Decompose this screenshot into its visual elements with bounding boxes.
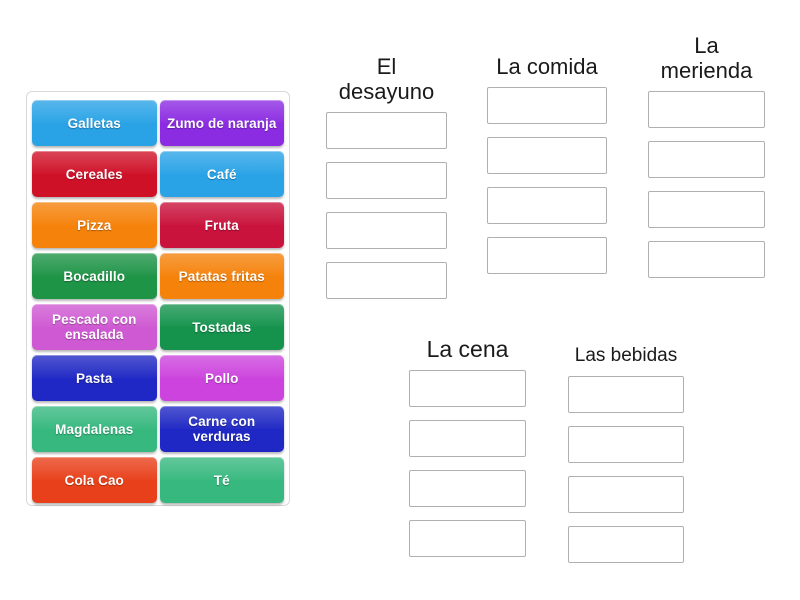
tile-cereales[interactable]: Cereales — [32, 151, 157, 197]
tile-fruta[interactable]: Fruta — [159, 202, 284, 248]
tile-cafe[interactable]: Café — [159, 151, 284, 197]
drop-slot[interactable] — [648, 191, 765, 228]
drop-slot[interactable] — [409, 420, 526, 457]
drop-slot[interactable] — [487, 87, 607, 124]
tile-bocadillo[interactable]: Bocadillo — [32, 253, 157, 299]
tile-label: Cola Cao — [64, 472, 124, 488]
tile-label: Pasta — [75, 370, 113, 386]
drop-slot[interactable] — [409, 520, 526, 557]
tile-label: Magdalenas — [55, 421, 134, 437]
group-title: La merienda — [660, 33, 753, 83]
tile-label: Bocadillo — [63, 268, 126, 284]
tile-label: Fruta — [204, 217, 239, 233]
drop-slot[interactable] — [648, 91, 765, 128]
draggable-tiles-panel: Galletas Zumo de naranja Cereales Café P… — [26, 91, 290, 506]
drop-slot[interactable] — [326, 162, 447, 199]
group-el-desayuno: El desayuno — [326, 40, 447, 299]
drop-slot[interactable] — [409, 370, 526, 407]
tile-pollo[interactable]: Pollo — [159, 355, 284, 401]
drop-slot[interactable] — [648, 241, 765, 278]
group-title: Las bebidas — [574, 345, 678, 366]
tiles-grid: Galletas Zumo de naranja Cereales Café P… — [32, 98, 284, 505]
drop-slot[interactable] — [326, 262, 447, 299]
drop-slot[interactable] — [326, 212, 447, 249]
tile-label: Pollo — [205, 370, 239, 386]
tile-te[interactable]: Té — [159, 457, 284, 503]
drop-slot[interactable] — [568, 376, 684, 413]
tile-pescado-con-ensalada[interactable]: Pescado con ensalada — [32, 304, 157, 350]
tile-label: Galletas — [67, 115, 121, 131]
tile-pizza[interactable]: Pizza — [32, 202, 157, 248]
tile-galletas[interactable]: Galletas — [32, 100, 157, 146]
tile-label: Zumo de naranja — [166, 115, 277, 131]
drop-slot[interactable] — [648, 141, 765, 178]
tile-label: Cereales — [65, 166, 123, 182]
tile-label: Pescado con ensalada — [52, 312, 137, 342]
group-title: El desayuno — [338, 54, 435, 104]
group-la-merienda: La merienda — [648, 33, 765, 278]
group-title: La comida — [496, 54, 598, 79]
tile-patatas-fritas[interactable]: Patatas fritas — [159, 253, 284, 299]
tile-tostadas[interactable]: Tostadas — [159, 304, 284, 350]
group-title: La cena — [426, 336, 509, 362]
tile-label: Té — [213, 472, 230, 488]
drop-slot[interactable] — [487, 187, 607, 224]
tile-carne-con-verduras[interactable]: Carne con verduras — [159, 406, 284, 452]
tile-pasta[interactable]: Pasta — [32, 355, 157, 401]
drop-slot[interactable] — [487, 237, 607, 274]
tile-label: Patatas fritas — [178, 268, 265, 284]
drop-slot[interactable] — [326, 112, 447, 149]
drop-slot[interactable] — [568, 526, 684, 563]
group-las-bebidas: Las bebidas — [568, 340, 684, 563]
tile-label: Pizza — [77, 217, 112, 233]
tile-label: Tostadas — [192, 319, 252, 335]
drop-slot[interactable] — [409, 470, 526, 507]
tile-magdalenas[interactable]: Magdalenas — [32, 406, 157, 452]
drop-slot[interactable] — [568, 476, 684, 513]
group-la-cena: La cena — [409, 337, 526, 557]
tile-zumo-de-naranja[interactable]: Zumo de naranja — [159, 100, 284, 146]
drop-slot[interactable] — [487, 137, 607, 174]
tile-label: Carne con verduras — [188, 414, 256, 444]
tile-label: Café — [206, 166, 237, 182]
tile-cola-cao[interactable]: Cola Cao — [32, 457, 157, 503]
drop-slot[interactable] — [568, 426, 684, 463]
group-la-comida: La comida — [487, 40, 607, 274]
